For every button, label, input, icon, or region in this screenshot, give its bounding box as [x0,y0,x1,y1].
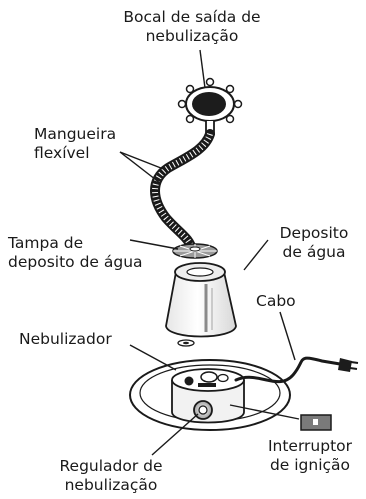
nozzle-part [177,77,243,135]
cable-label: Cabo [256,292,296,310]
tank-label: Deposito de água [266,224,362,262]
hose-label-line-2: flexível [34,144,90,162]
regulator-knob-part [193,400,213,420]
switch-label: Interruptor de ignição [255,437,365,475]
hose-label: Mangueira flexível [34,125,116,163]
switch-label-line-2: de ignição [269,456,351,474]
hose-label-line-1: Mangueira [34,125,117,143]
tank-cap-label-line-1: Tampa de [8,234,84,252]
nozzle-label: Bocal de saída de nebulização [112,8,272,46]
cable-part [234,356,359,384]
water-tank-part [165,262,237,347]
tank-cap-label: Tampa de deposito de água [8,234,143,272]
regulator-label-line-2: nebulização [64,476,158,494]
tank-label-line-1: Deposito [279,224,349,242]
switch-part [300,414,332,431]
switch-label-line-1: Interruptor [267,437,353,455]
regulator-label: Regulador de nebulização [36,457,186,495]
nebulizer-part [171,368,245,424]
tank-label-line-2: de água [282,243,346,261]
nebulizer-label: Nebulizador [19,330,112,348]
nozzle-label-line-1: Bocal de saída de [123,8,261,26]
tank-cap-part [172,243,218,259]
tank-cap-label-line-2: deposito de água [8,253,143,271]
hose-part [150,129,215,255]
regulator-label-line-1: Regulador de [59,457,163,475]
leader-lines [119,49,300,456]
nozzle-label-line-2: nebulização [145,27,239,45]
